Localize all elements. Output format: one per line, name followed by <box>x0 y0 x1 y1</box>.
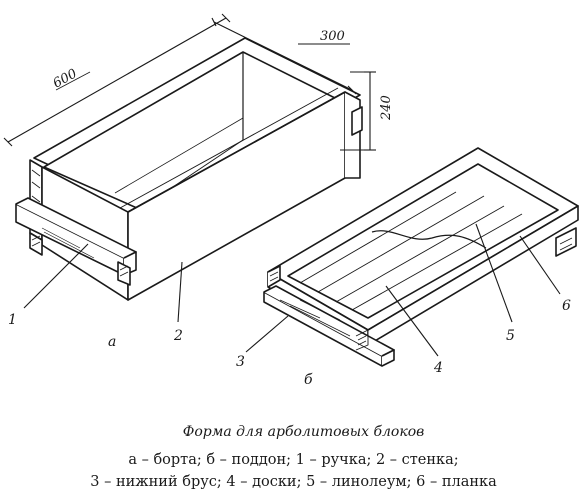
diagram-drawing: 600 300 240 <box>3 13 579 388</box>
legend-line-2: 3 – нижний брус; 4 – доски; 5 – линолеум… <box>90 474 497 490</box>
dim-width: 300 <box>320 29 345 44</box>
form-box <box>15 37 363 301</box>
dim-length: 600 <box>51 66 80 91</box>
label-form-a: а <box>108 334 116 350</box>
dim-height: 240 <box>379 95 394 121</box>
label-pallet-b: б <box>304 372 313 388</box>
dimension-lines <box>3 13 376 151</box>
callout-leaders <box>23 223 561 357</box>
figure-title: Форма для арболитовых блоков <box>182 424 425 440</box>
right-handle <box>351 106 363 136</box>
callout-5: 5 <box>506 328 515 344</box>
callout-2: 2 <box>173 328 183 344</box>
linoleum-edge <box>371 230 487 249</box>
callout-1: 1 <box>8 312 17 328</box>
callout-6: 6 <box>562 298 571 314</box>
linoleum-surface <box>287 163 559 319</box>
pallet-tray <box>263 147 579 367</box>
callout-4: 4 <box>433 360 443 376</box>
callout-3: 3 <box>236 354 245 370</box>
legend-line-1: а – борта; б – поддон; 1 – ручка; 2 – ст… <box>128 452 459 468</box>
